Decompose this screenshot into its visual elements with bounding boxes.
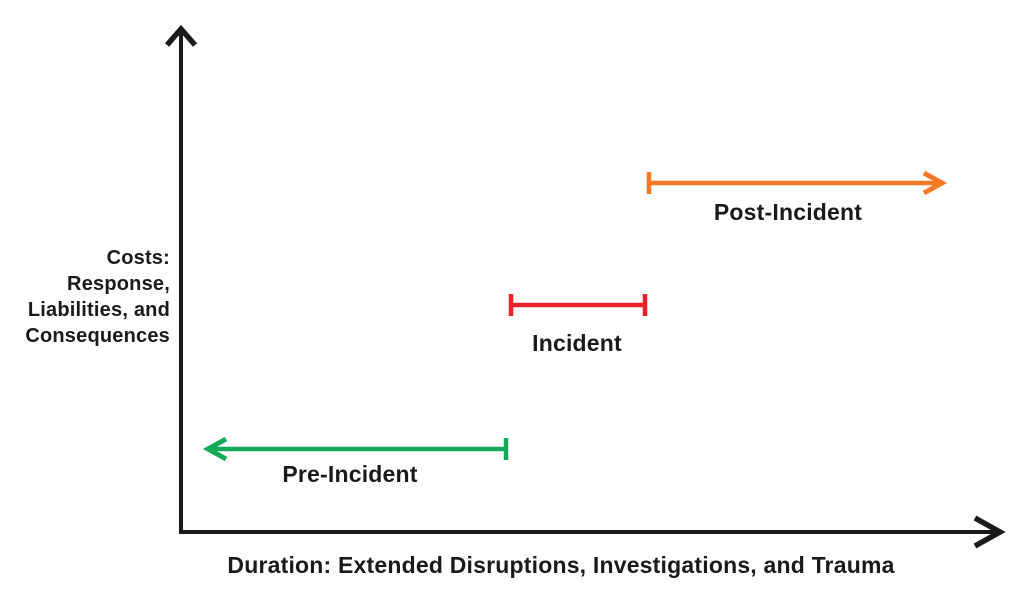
y-axis-label-line: Response, [67,273,170,295]
arrow-right-icon [922,170,948,196]
incident-segment [508,294,648,316]
arrow-left-icon [202,436,228,462]
arrow-up-icon [164,24,198,47]
post-incident-segment [646,170,948,196]
y-axis [164,24,198,533]
post-incident-label: Post-Incident [713,199,863,225]
y-axis-label-line: Consequences [25,325,170,347]
pre-incident-segment [202,436,509,462]
x-axis-label: Duration: Extended Disruptions, Investig… [227,552,895,578]
x-axis [179,515,1006,549]
pre-incident-label: Pre-Incident [282,461,418,487]
y-axis-label: Costs: Response, Liabilities, and Conseq… [0,245,170,349]
y-axis-label-line: Liabilities, and [27,299,170,321]
arrow-right-icon [973,515,1006,549]
incident-label: Incident [532,330,622,356]
y-axis-label-line: Costs: [106,247,170,269]
